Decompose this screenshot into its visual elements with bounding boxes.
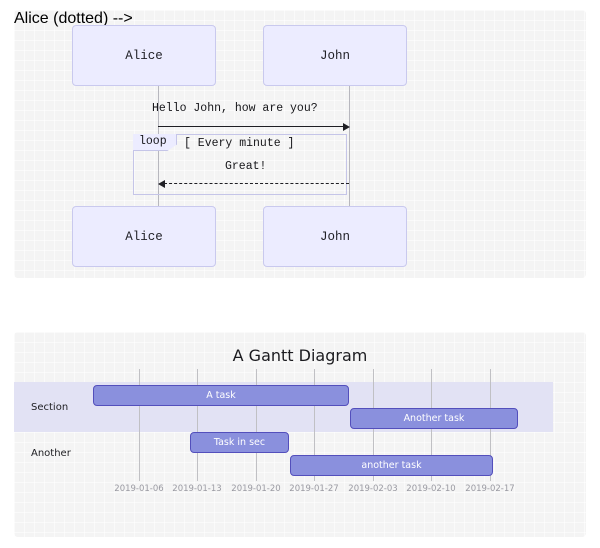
gantt-tick-label: 2019-01-06	[114, 484, 164, 494]
actor-box-alice-bottom[interactable]: Alice	[72, 206, 216, 267]
loop-title: [ Every minute ]	[184, 137, 295, 150]
grid-tick	[314, 369, 315, 481]
message-arrowhead-great	[158, 179, 165, 188]
loop-frame	[133, 134, 347, 195]
sequence-diagram-panel: Alice John Hello John, how are you? loop…	[14, 10, 586, 278]
message-arrowhead-hello	[343, 122, 350, 131]
actor-box-john-top[interactable]: John	[263, 25, 407, 86]
gantt-tick-label: 2019-01-20	[231, 484, 281, 494]
gantt-task-label: A task	[206, 390, 236, 401]
lifeline-alice	[158, 86, 159, 221]
grid-tick	[197, 369, 198, 481]
grid-tick	[139, 369, 140, 481]
actor-box-alice-top[interactable]: Alice	[72, 25, 216, 86]
gantt-tick-label: 2019-01-27	[289, 484, 339, 494]
loop-tag: loop	[133, 134, 177, 151]
gantt-task-label: another task	[361, 460, 422, 471]
gantt-section-label-section: Section	[31, 402, 69, 413]
actor-label: John	[319, 229, 350, 244]
gantt-task-bar-another-task[interactable]: Another task	[350, 408, 518, 429]
gantt-task-bar-another-task-2[interactable]: another task	[290, 455, 493, 476]
gantt-title: A Gantt Diagram	[232, 346, 368, 365]
message-label-great: Great!	[225, 160, 267, 173]
gantt-tick-label: 2019-01-13	[172, 484, 222, 494]
lifeline-john	[349, 86, 350, 221]
gantt-tick-label: 2019-02-03	[348, 484, 398, 494]
message-line-hello	[158, 126, 344, 127]
grid-tick	[256, 369, 257, 481]
gantt-task-label: Task in sec	[213, 437, 266, 448]
gantt-task-label: Another task	[403, 413, 465, 424]
actor-label: Alice	[125, 48, 163, 63]
gantt-section-label-another: Another	[31, 448, 71, 459]
actor-label: Alice	[125, 229, 163, 244]
actor-box-john-bottom[interactable]: John	[263, 206, 407, 267]
gantt-tick-label: 2019-02-10	[406, 484, 456, 494]
gantt-tick-label: 2019-02-17	[465, 484, 515, 494]
gantt-task-bar-task-in-sec[interactable]: Task in sec	[190, 432, 289, 453]
message-label-hello: Hello John, how are you?	[152, 102, 318, 115]
message-line-great	[164, 183, 349, 184]
gantt-task-bar-a-task[interactable]: A task	[93, 385, 349, 406]
gantt-diagram-panel: A Gantt Diagram Section Another A task A…	[14, 332, 586, 537]
actor-label: John	[319, 48, 350, 63]
